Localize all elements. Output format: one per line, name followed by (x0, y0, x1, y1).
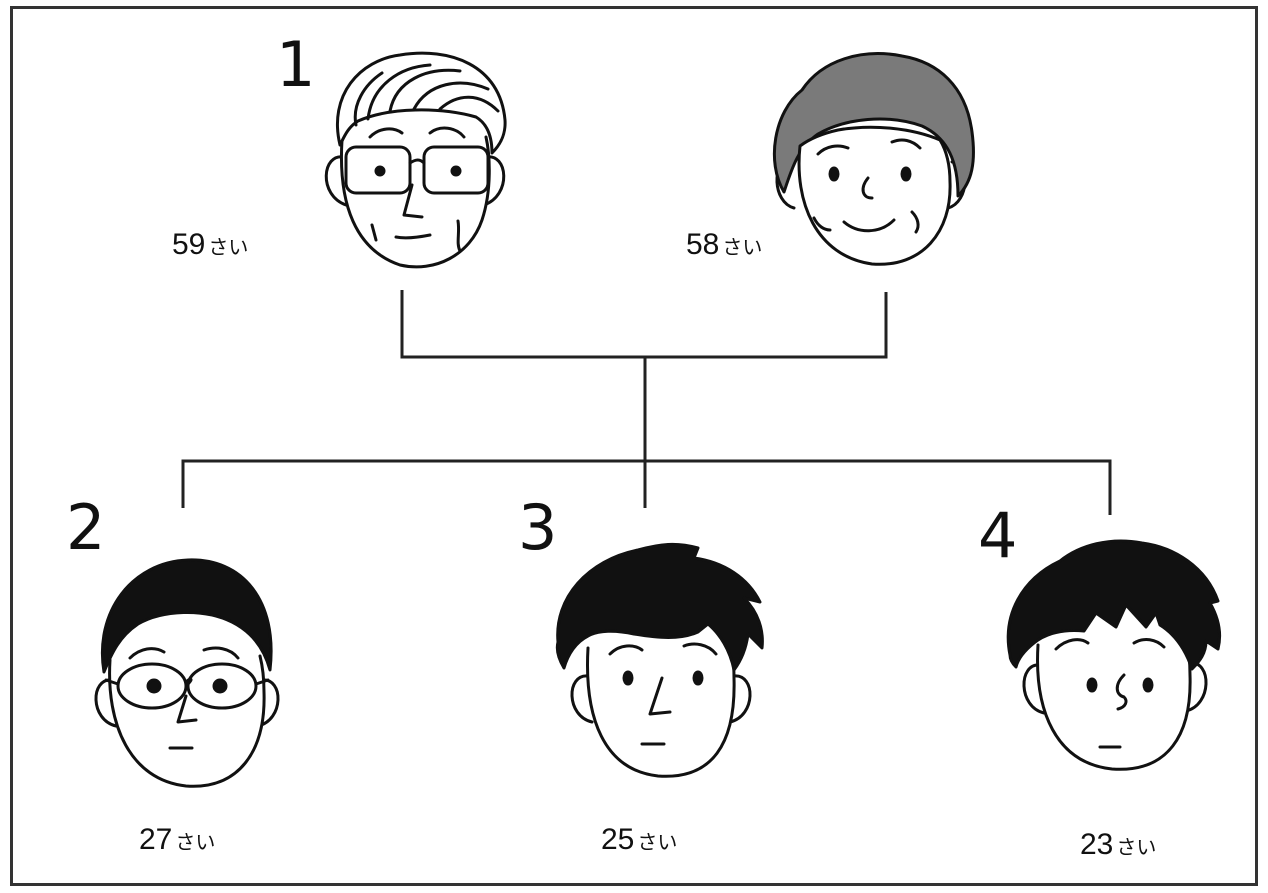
age-son-2-unit: さい (175, 832, 216, 854)
age-father-number: 59 (172, 228, 206, 261)
age-son-3-unit: さい (637, 832, 678, 854)
young-man-with-glasses-icon (94, 558, 280, 788)
age-father-unit: さい (208, 237, 249, 259)
young-man-spiky-hair-icon (555, 542, 764, 778)
age-son-4-number: 23 (1080, 828, 1114, 861)
parents-connector (400, 290, 888, 359)
age-son-3-number: 25 (601, 823, 635, 856)
label-son-3: 3 (518, 491, 558, 564)
children-connector (181, 459, 1112, 515)
young-man-messy-hair-icon (1006, 539, 1222, 771)
age-mother-number: 58 (686, 228, 720, 261)
age-mother-unit: さい (722, 237, 763, 259)
age-son-4-unit: さい (1116, 837, 1157, 859)
label-son-2: 2 (66, 491, 106, 564)
label-son-4: 4 (978, 499, 1018, 572)
elderly-woman-curly-hair-icon (772, 52, 975, 266)
age-son-2-number: 27 (139, 823, 173, 856)
elderly-man-with-glasses-icon (324, 51, 507, 269)
diagram-frame (10, 6, 1258, 886)
label-group-1: 1 (276, 28, 316, 101)
